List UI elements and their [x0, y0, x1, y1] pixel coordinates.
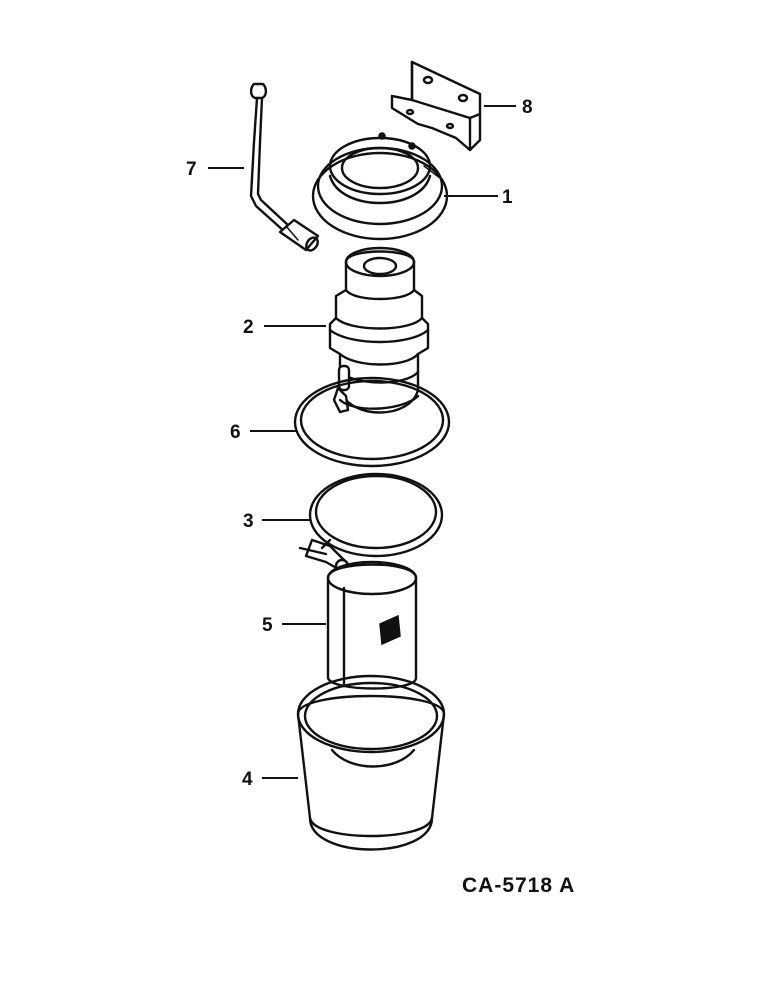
- callout-7: 7: [186, 159, 197, 180]
- callout-4: 4: [242, 769, 253, 790]
- part-7-lever-handle: [249, 82, 320, 252]
- callout-3: 3: [243, 511, 254, 532]
- part-8-mounting-bracket: [390, 60, 482, 152]
- part-5-filter-cylinder: [326, 560, 418, 690]
- callout-6: 6: [230, 422, 241, 443]
- leader-lines: [208, 105, 516, 779]
- part-1-top-cover: [311, 132, 449, 241]
- part-4-bowl: [296, 674, 446, 851]
- drawing-code: CA-5718 A: [462, 874, 575, 897]
- callout-8: 8: [522, 97, 533, 118]
- callout-2: 2: [243, 317, 254, 338]
- part-6-gasket-ring: [293, 376, 451, 468]
- part-3-clamp-band: [298, 472, 444, 574]
- callout-5: 5: [262, 615, 273, 636]
- callout-1: 1: [502, 187, 513, 208]
